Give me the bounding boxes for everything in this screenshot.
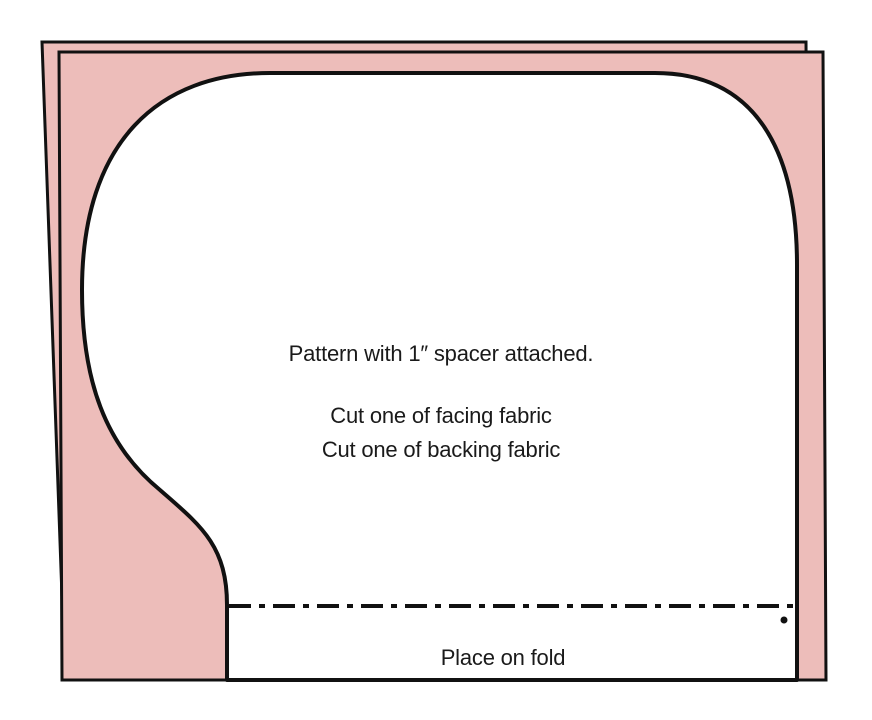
pattern-piece-outline [80,71,799,682]
pattern-caption-line-2: Cut one of facing fabric [330,403,552,428]
fold-label: Place on fold [440,645,566,670]
pattern-caption-line-1: Pattern with 1″ spacer attached. [288,341,594,366]
fold-marker-dot [780,616,788,624]
pattern-caption-line-3: Cut one of backing fabric [321,437,561,462]
